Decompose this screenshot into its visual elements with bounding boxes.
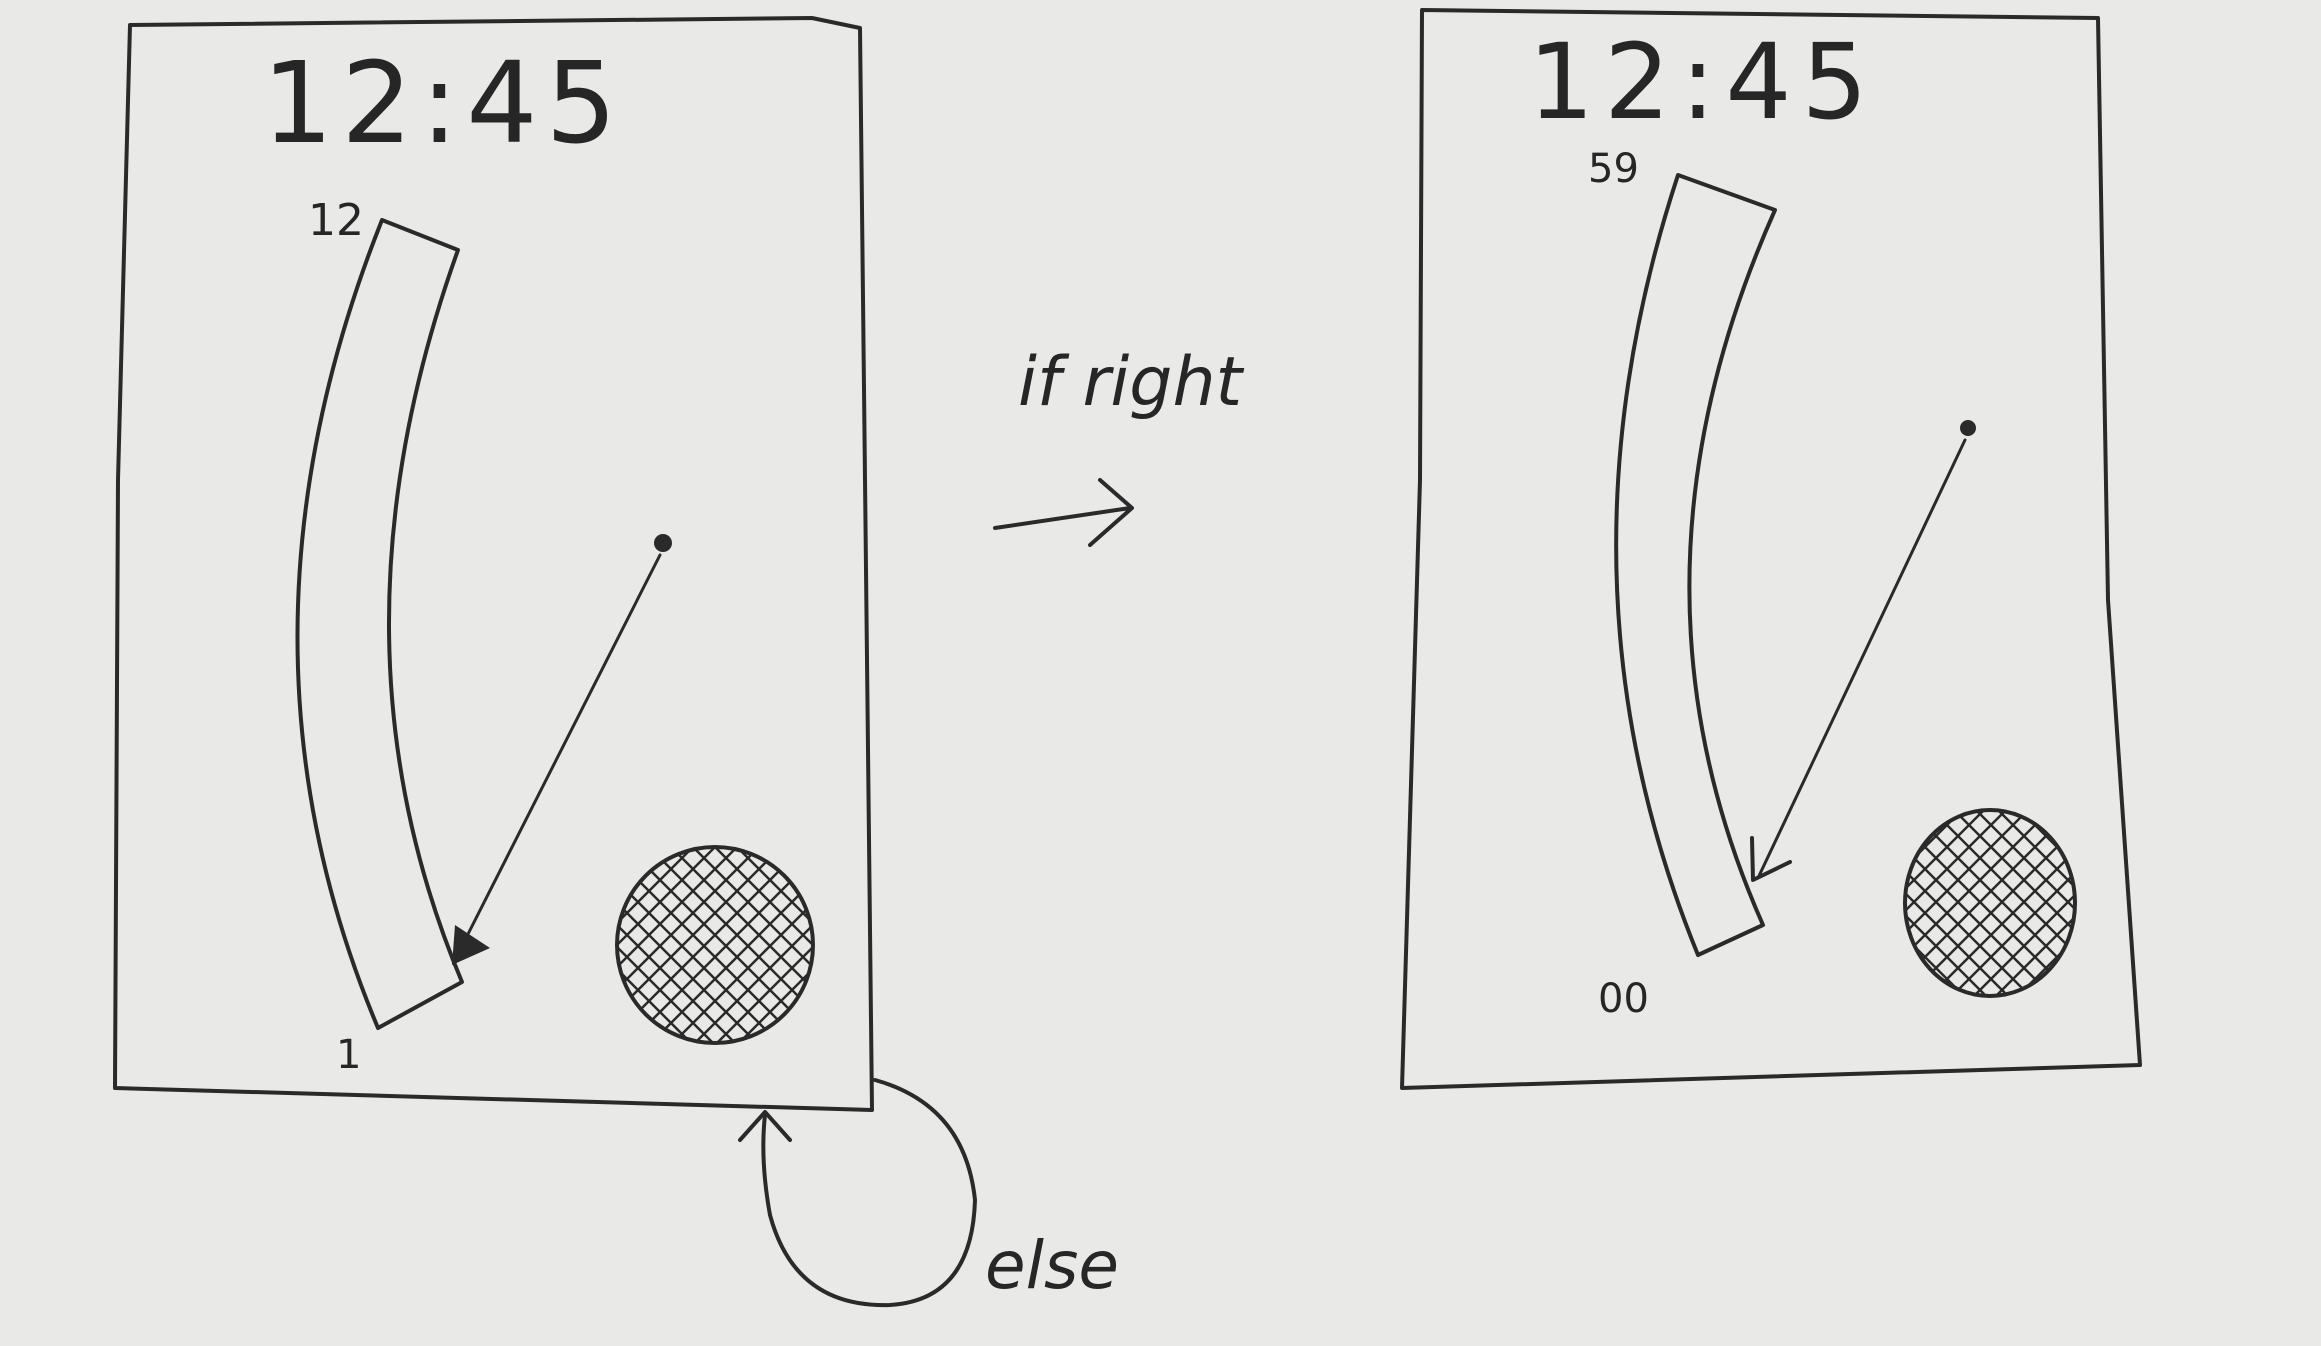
hour-swipe-line <box>463 553 662 942</box>
minute-slider[interactable] <box>1614 173 1777 957</box>
crosshatched-circle-icon-2[interactable] <box>1903 808 2077 998</box>
minute-swipe-line <box>1756 438 1967 880</box>
transition-if-right: if right <box>993 343 1245 547</box>
hour-touch-start-dot <box>654 534 672 552</box>
screen-minutes-clock: 12:45 <box>1528 21 1878 143</box>
loop-arrow-icon <box>761 1078 977 1308</box>
hour-slider[interactable] <box>295 218 464 1030</box>
transition-else-label: else <box>985 1227 1119 1304</box>
loop-arrowhead <box>738 1110 792 1142</box>
screen-minutes-frame <box>1400 8 2142 1090</box>
screen-minutes: 12:45 59 00 <box>1400 8 2142 1090</box>
hour-swipe-arrowhead <box>452 925 490 965</box>
hour-slider-bottom-label: 1 <box>336 1032 361 1078</box>
screen-hours-frame <box>113 16 874 1112</box>
minute-touch-start-dot <box>1960 420 1976 436</box>
hour-slider-top-label: 12 <box>308 195 364 246</box>
arrow-right-icon <box>993 478 1134 547</box>
minute-slider-bottom-label: 00 <box>1598 976 1649 1022</box>
minute-slider-top-label: 59 <box>1588 146 1639 192</box>
screen-hours-clock: 12:45 <box>262 39 625 169</box>
transition-else-loop: else <box>738 1078 1119 1308</box>
minute-swipe-arrowhead <box>1750 836 1792 882</box>
crosshatched-circle-icon[interactable] <box>615 845 815 1045</box>
screen-hours: 12:45 12 1 <box>113 16 874 1112</box>
transition-right-label: if right <box>1018 343 1245 422</box>
